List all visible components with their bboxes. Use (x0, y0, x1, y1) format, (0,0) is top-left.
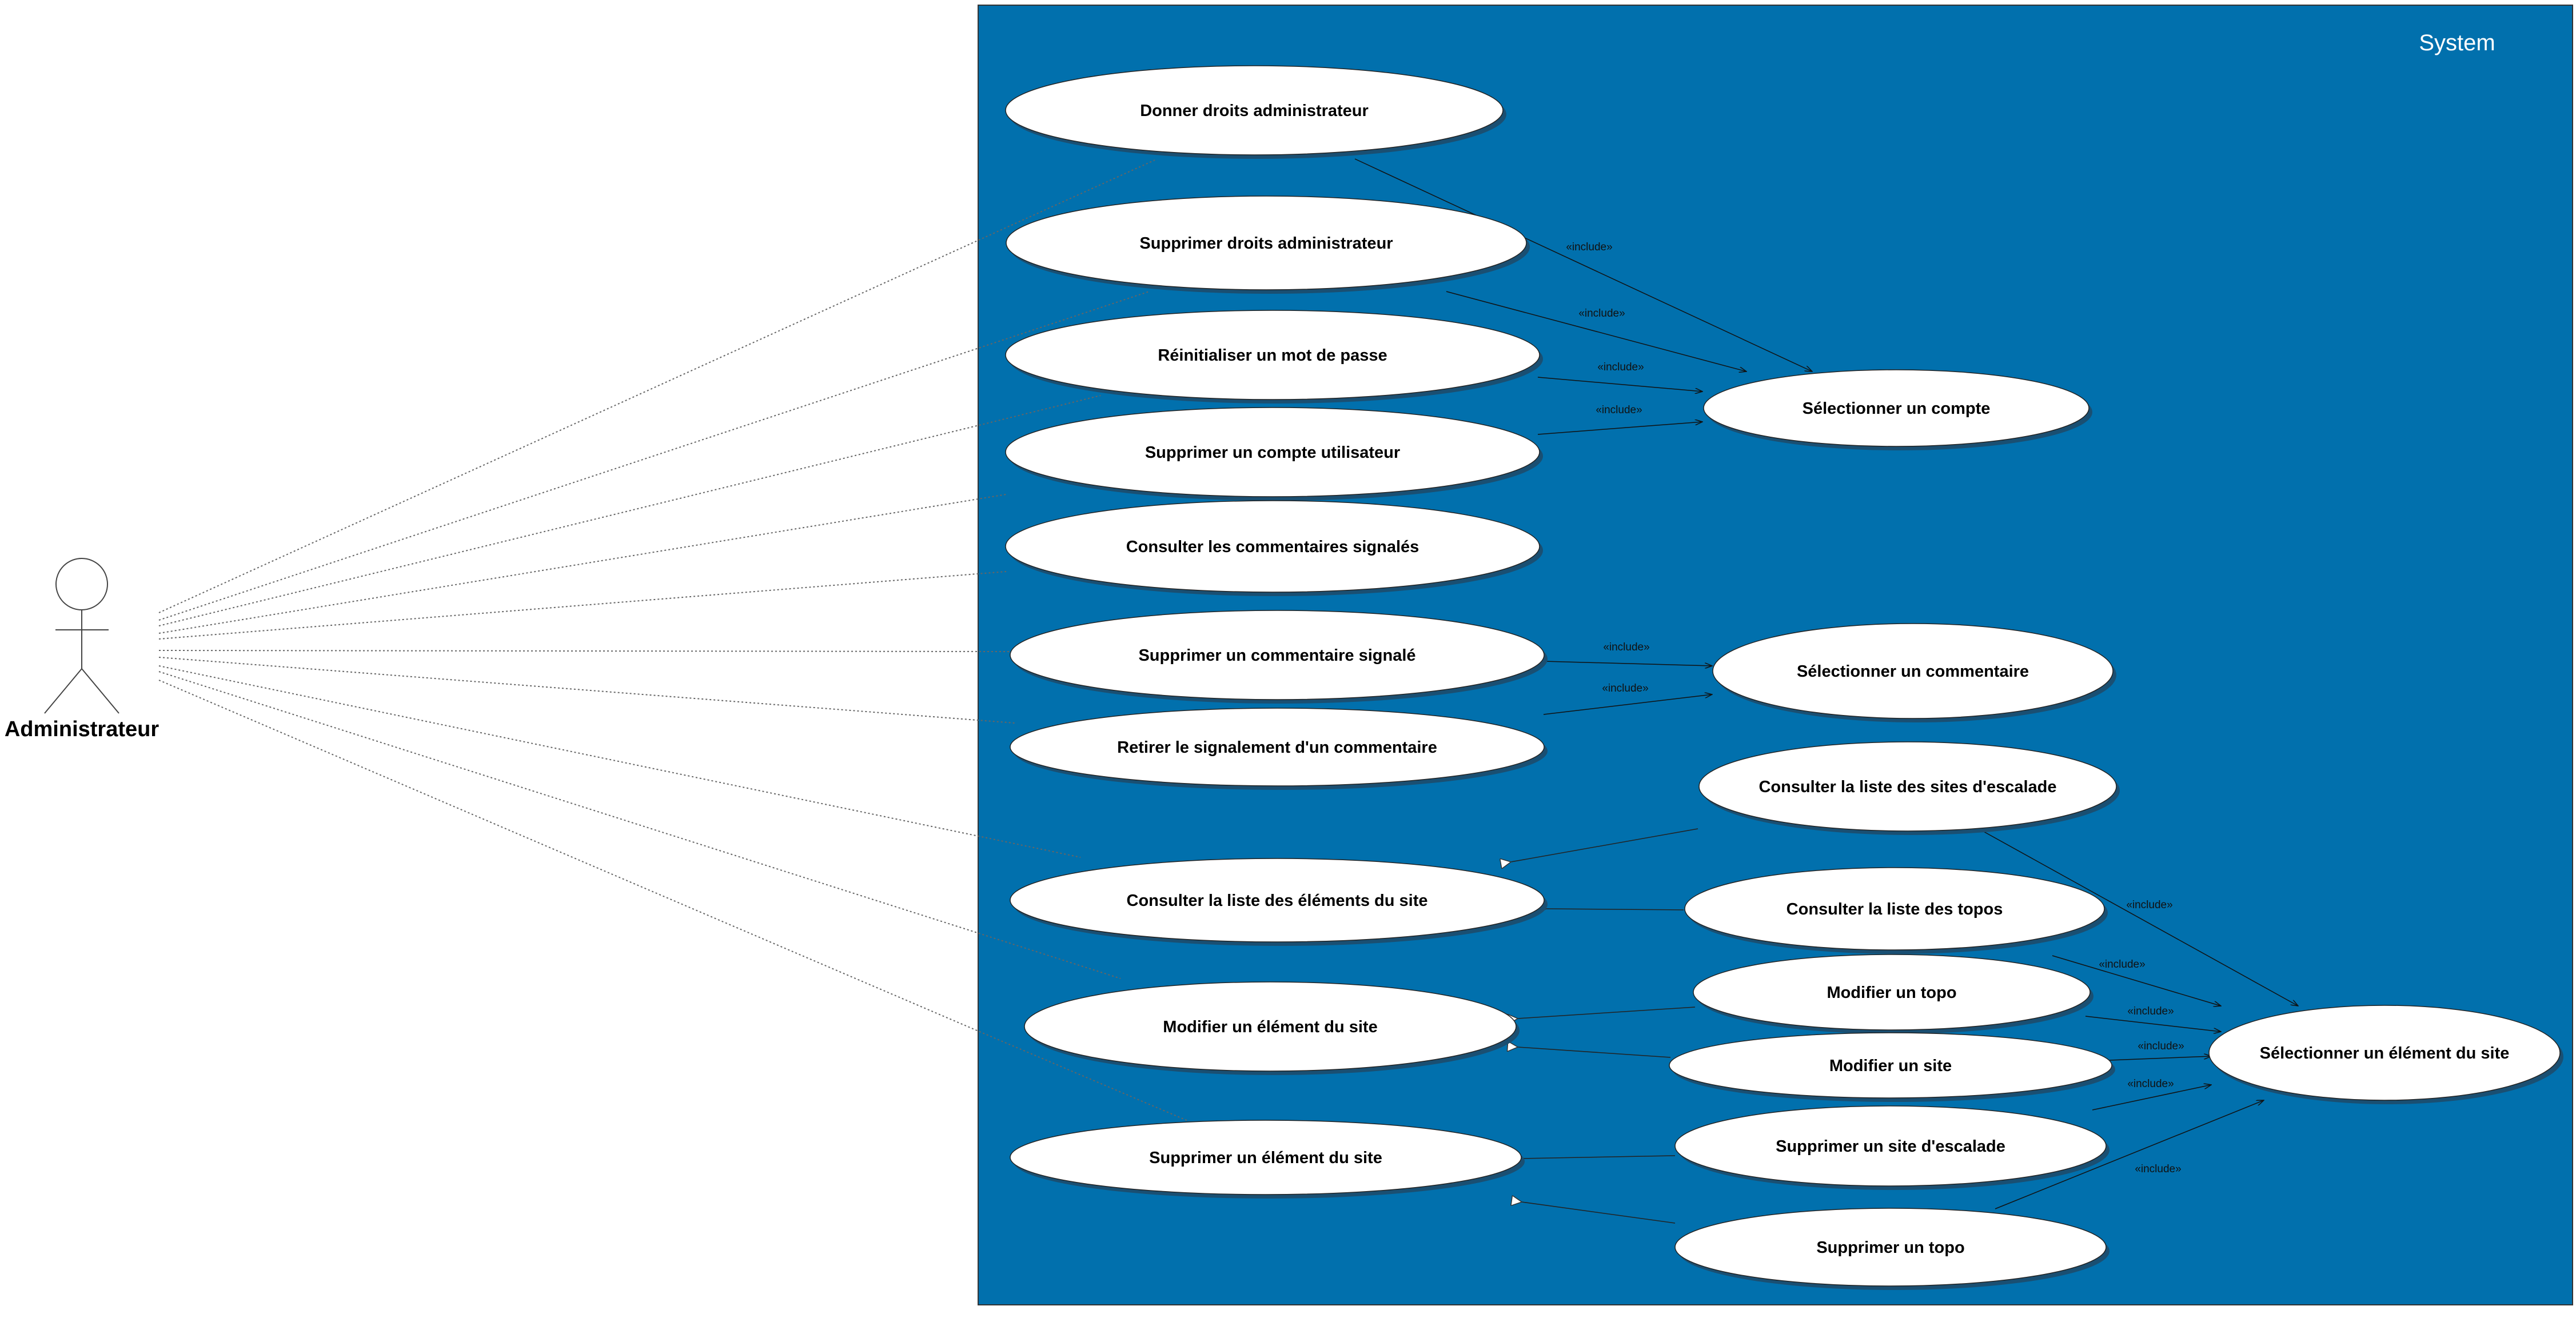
use-case-label: Supprimer droits administrateur (1139, 234, 1393, 253)
include-line (1446, 291, 1746, 372)
include-label: «include» (2126, 899, 2172, 911)
actor-label: Administrateur (5, 717, 159, 741)
use-case-reinitialiser-mdp[interactable]: Réinitialiser un mot de passe (1005, 310, 1543, 404)
use-case-supprimer-compte[interactable]: Supprimer un compte utilisateur (1005, 407, 1543, 501)
include-line (2085, 1016, 2221, 1032)
use-case-label: Consulter la liste des sites d'escalade (1758, 778, 2056, 796)
use-case-label: Retirer le signalement d'un commentaire (1117, 738, 1437, 757)
actor-left-leg (44, 668, 82, 714)
assoc-line (158, 395, 1101, 626)
include-line (1995, 1100, 2264, 1209)
assoc-line (158, 571, 1007, 640)
use-case-donner-droits[interactable]: Donner droits administrateur (1005, 65, 1506, 159)
include-line (1537, 377, 1702, 392)
generalization-line (1546, 909, 1684, 910)
assoc-line (158, 680, 1190, 1122)
use-case-label: Supprimer un commentaire signalé (1138, 646, 1415, 665)
use-case-label: Modifier un topo (1827, 984, 1956, 1002)
include-label: «include» (1566, 241, 1612, 253)
use-case-selectionner-compte[interactable]: Sélectionner un compte (1703, 369, 2092, 450)
use-case-label: Consulter la liste des topos (1787, 900, 2003, 918)
assoc-line (158, 657, 1015, 724)
include-line (2052, 955, 2221, 1006)
include-line (1983, 831, 2298, 1006)
include-label: «include» (1602, 682, 1648, 694)
use-case-consulter-topos[interactable]: Consulter la liste des topos (1684, 867, 2108, 954)
assoc-line (158, 494, 1007, 634)
use-case-modifier-topo[interactable]: Modifier un topo (1693, 954, 2094, 1034)
use-case-label: Sélectionner un élément du site (2260, 1044, 2510, 1063)
include-label: «include» (1597, 361, 1644, 373)
assoc-line (158, 665, 1081, 858)
use-cases: Donner droits administrateur Supprimer d… (1005, 65, 2563, 1290)
use-case-label: Consulter les commentaires signalés (1126, 538, 1419, 556)
actor-associations (158, 159, 1190, 1122)
use-case-consulter-commentaires[interactable]: Consulter les commentaires signalés (1005, 500, 1543, 596)
generalization-line (1511, 828, 1698, 862)
use-case-consulter-sites[interactable]: Consulter la liste des sites d'escalade (1698, 741, 2120, 835)
include-label: «include» (2127, 1005, 2174, 1017)
use-case-consulter-elements[interactable]: Consulter la liste des éléments du site (1010, 858, 1548, 946)
use-case-label: Supprimer un topo (1816, 1239, 1964, 1257)
use-case-supprimer-commentaire[interactable]: Supprimer un commentaire signalé (1010, 610, 1548, 704)
use-case-retirer-signalement[interactable]: Retirer le signalement d'un commentaire (1010, 708, 1548, 790)
use-case-label: Réinitialiser un mot de passe (1158, 346, 1387, 365)
use-case-label: Consulter la liste des éléments du site (1127, 892, 1428, 910)
use-case-label: Sélectionner un compte (1803, 400, 1991, 418)
generalization-line (1522, 1156, 1676, 1159)
include-label: «include» (1603, 641, 1649, 653)
include-label: «include» (2127, 1078, 2174, 1090)
actor-right-leg (81, 668, 119, 714)
include-line (1543, 694, 1712, 715)
use-case-modifier-site[interactable]: Modifier un site (1669, 1032, 2115, 1102)
include-label: «include» (2099, 958, 2145, 970)
actor-head (55, 558, 108, 610)
use-case-label: Supprimer un compte utilisateur (1145, 444, 1400, 462)
generalization-line (1522, 1202, 1676, 1224)
generalization-relations (1511, 828, 1698, 1224)
use-case-modifier-element[interactable]: Modifier un élément du site (1024, 981, 1520, 1075)
assoc-line (158, 650, 1010, 652)
use-case-selectionner-element[interactable]: Sélectionner un élément du site (2208, 1005, 2563, 1104)
include-label: «include» (1578, 307, 1625, 319)
include-line (1354, 158, 1812, 372)
use-case-label: Modifier un élément du site (1163, 1018, 1377, 1036)
include-line (2109, 1056, 2211, 1061)
system-label: System (2419, 30, 2495, 55)
include-label: «include» (2138, 1040, 2184, 1052)
use-case-label: Supprimer un site d'escalade (1776, 1137, 2005, 1156)
generalization-line (1518, 1007, 1696, 1019)
include-label: «include» (2135, 1163, 2181, 1175)
include-line (2092, 1085, 2211, 1111)
generalization-line (1518, 1047, 1671, 1058)
include-line (1537, 422, 1702, 435)
use-case-supprimer-element[interactable]: Supprimer un élément du site (1010, 1120, 1525, 1199)
use-case-label: Supprimer un élément du site (1149, 1149, 1382, 1167)
use-case-label: Donner droits administrateur (1140, 102, 1369, 120)
include-line (1543, 661, 1712, 666)
use-case-supprimer-droits[interactable]: Supprimer droits administrateur (1006, 195, 1530, 294)
use-case-supprimer-site[interactable]: Supprimer un site d'escalade (1674, 1105, 2110, 1190)
assoc-line (158, 671, 1121, 979)
include-relations (1354, 158, 2298, 1209)
use-case-supprimer-topo[interactable]: Supprimer un topo (1674, 1208, 2110, 1290)
include-labels: «include» «include» «include» «include» … (1566, 241, 2184, 1175)
use-case-label: Modifier un site (1829, 1057, 1952, 1075)
use-case-label: Sélectionner un commentaire (1797, 662, 2029, 681)
use-case-selectionner-commentaire[interactable]: Sélectionner un commentaire (1712, 623, 2116, 722)
include-label: «include» (1596, 404, 1642, 416)
assoc-line (158, 291, 1150, 621)
actor-administrateur[interactable]: Administrateur (5, 558, 159, 741)
